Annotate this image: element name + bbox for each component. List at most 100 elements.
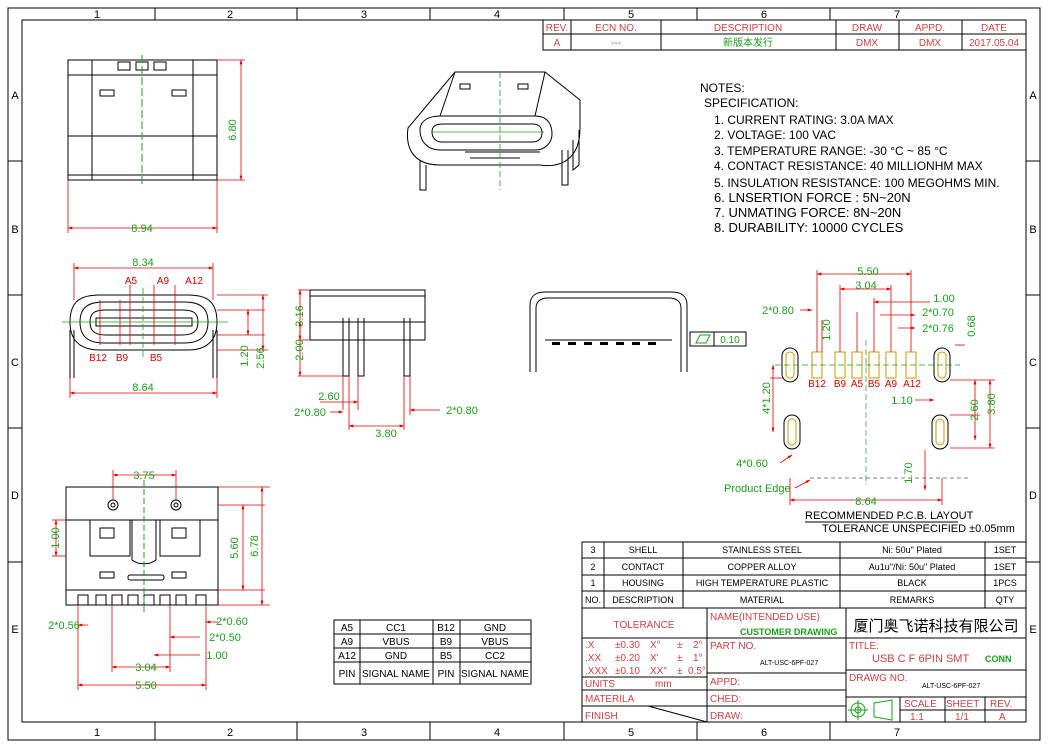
col-label: 5 [628, 9, 634, 21]
title-value: USB C F 6PIN SMT [872, 653, 969, 665]
units-label: UNITS [585, 679, 615, 690]
bom-cell: COPPER ALLOY [727, 562, 796, 572]
row-label: A [1029, 90, 1037, 102]
iso-view [406, 71, 581, 191]
row-label: B [11, 224, 18, 236]
bom-cell: BLACK [897, 578, 927, 588]
col-label: 7 [894, 727, 900, 739]
top-view: 6.80 8.94 [67, 55, 245, 235]
pin-cell: SIGNAL NAME [362, 669, 430, 680]
sheet-label: SHEET [946, 699, 979, 710]
row-label: C [11, 357, 19, 369]
tol-cell: ± [677, 666, 683, 677]
dim-label: 3.80 [375, 428, 396, 440]
pin-cell: A5 [341, 623, 354, 634]
pin-cell: VBUS [382, 637, 410, 648]
name-value: CUSTOMER DRAWING [740, 627, 837, 637]
bom-cell: STAINLESS STEEL [722, 545, 802, 555]
rev-cell: 新版本发行 [723, 36, 773, 49]
pin-cell: VBUS [481, 637, 509, 648]
pin-cell: CC1 [386, 623, 406, 634]
rev-header: DATE [981, 23, 1007, 34]
rev-header: DRAW [852, 23, 883, 34]
dwg-label: DRAWG NO. [849, 673, 908, 684]
bom-cell: 3 [590, 545, 595, 555]
row-label: A [11, 90, 19, 102]
tol-cell: .X [585, 640, 595, 651]
rev-cell: A [554, 38, 561, 49]
dim-label: 4*1.20 [761, 382, 773, 414]
bom-cell: 1SET [994, 562, 1017, 572]
pin-cell: B12 [437, 623, 455, 634]
product-edge-label: Product Edge [724, 483, 791, 495]
pin-cell: B5 [440, 651, 453, 662]
note-item: 2. VOLTAGE: 100 VAC [714, 128, 836, 142]
note-item: 1. CURRENT RATING: 3.0A MAX [714, 113, 894, 127]
bom-cell: Ni: 50u" Plated [882, 545, 942, 555]
pin-cell: PIN [438, 669, 455, 680]
tolerance-label: TOLERANCE [614, 620, 675, 631]
dim-label: 3.04 [135, 662, 156, 674]
rev-header: ECN NO. [595, 23, 637, 34]
note-item: 5. INSULATION RESISTANCE: 100 MEGOHMS MI… [714, 176, 1000, 190]
dwg-value: ALT-USC-6PF-027 [922, 683, 980, 690]
col-label: 6 [761, 727, 767, 739]
dim-label: 2*0.76 [922, 323, 954, 335]
tol-cell: ± [677, 653, 683, 664]
bom-cell: HOUSING [622, 578, 664, 588]
dim-label: 8.64 [855, 496, 876, 508]
bom-cell: HIGH TEMPERATURE PLASTIC [696, 578, 829, 588]
bom-cell: MATERIAL [740, 595, 784, 605]
row-label: D [1029, 490, 1037, 502]
zone-ticks [8, 8, 1040, 740]
title-label: TITLE: [849, 641, 879, 652]
col-label: 6 [761, 9, 767, 21]
bom-cell: NO. [585, 595, 601, 605]
scale-value: 1:1 [910, 712, 924, 723]
finish-label: FINISH [585, 711, 618, 722]
note-item: 8. DURABILITY: 10000 CYCLES [714, 220, 904, 235]
tol-cell: X° [650, 640, 661, 651]
bom-cell: 1 [590, 578, 595, 588]
pin-label: A9 [157, 276, 170, 287]
note-item: 6. LNSERTION FORCE : 5N~20N [714, 190, 911, 205]
col-label: 3 [361, 727, 367, 739]
rev-header: APPD. [915, 23, 945, 34]
col-label: 4 [494, 9, 500, 21]
bom-cell: SHELL [629, 545, 658, 555]
dim-label: 4*0.60 [736, 458, 768, 470]
pin-label: A5 [125, 276, 138, 287]
col-label: 4 [494, 727, 500, 739]
bom-cell: 1SET [994, 545, 1017, 555]
material-label: MATERILA [585, 694, 635, 705]
side-view: 3.16 2.00 2.60 2*0.80 3.80 2*0.80 [294, 289, 478, 440]
bom-cell: REMARKS [890, 595, 935, 605]
dim-label: 2*0.60 [216, 616, 248, 628]
tol-cell: XX" [650, 666, 667, 677]
dim-label: 2*0.50 [209, 632, 241, 644]
dim-label: 1.00 [933, 293, 954, 305]
dim-label: 6.78 [249, 535, 261, 556]
pcb-pin: B12 [808, 379, 826, 390]
tol-cell: ± [677, 640, 683, 651]
revision-block: REV. ECN NO. DESCRIPTION DRAW APPD. DATE… [542, 19, 1027, 51]
tol-cell: X' [650, 653, 659, 664]
col-label: 1 [94, 727, 100, 739]
tol-cell: ±0.20 [615, 653, 640, 664]
pin-cell: CC2 [485, 651, 505, 662]
pcb-layout: 5.50 3.04 1.00 2*0.70 2*0.76 2*0.80 1.20… [724, 266, 1015, 535]
col-label: 2 [227, 727, 233, 739]
rear-view: 0.10 [529, 291, 747, 372]
sheet-frame [7, 7, 1041, 741]
zone-labels: 1 2 3 4 5 6 7 1 2 3 4 5 6 7 A B C D E A … [11, 9, 1037, 739]
row-label: D [11, 490, 19, 502]
company-name: 厦门奥飞诺科技有限公司 [853, 618, 1018, 635]
tol-cell: 0.5° [688, 666, 706, 677]
front-view: 8.34 8.64 1.20 2.56 A5 A9 A12 B12 B9 B5 [62, 257, 268, 398]
rev-cell: --- [611, 38, 621, 49]
dim-label: 2*0.80 [446, 405, 478, 417]
row-label: E [11, 624, 18, 636]
pcb-pin: A5 [851, 379, 864, 390]
dim-label: 8.94 [131, 223, 152, 235]
dim-label: 1.70 [903, 462, 915, 483]
